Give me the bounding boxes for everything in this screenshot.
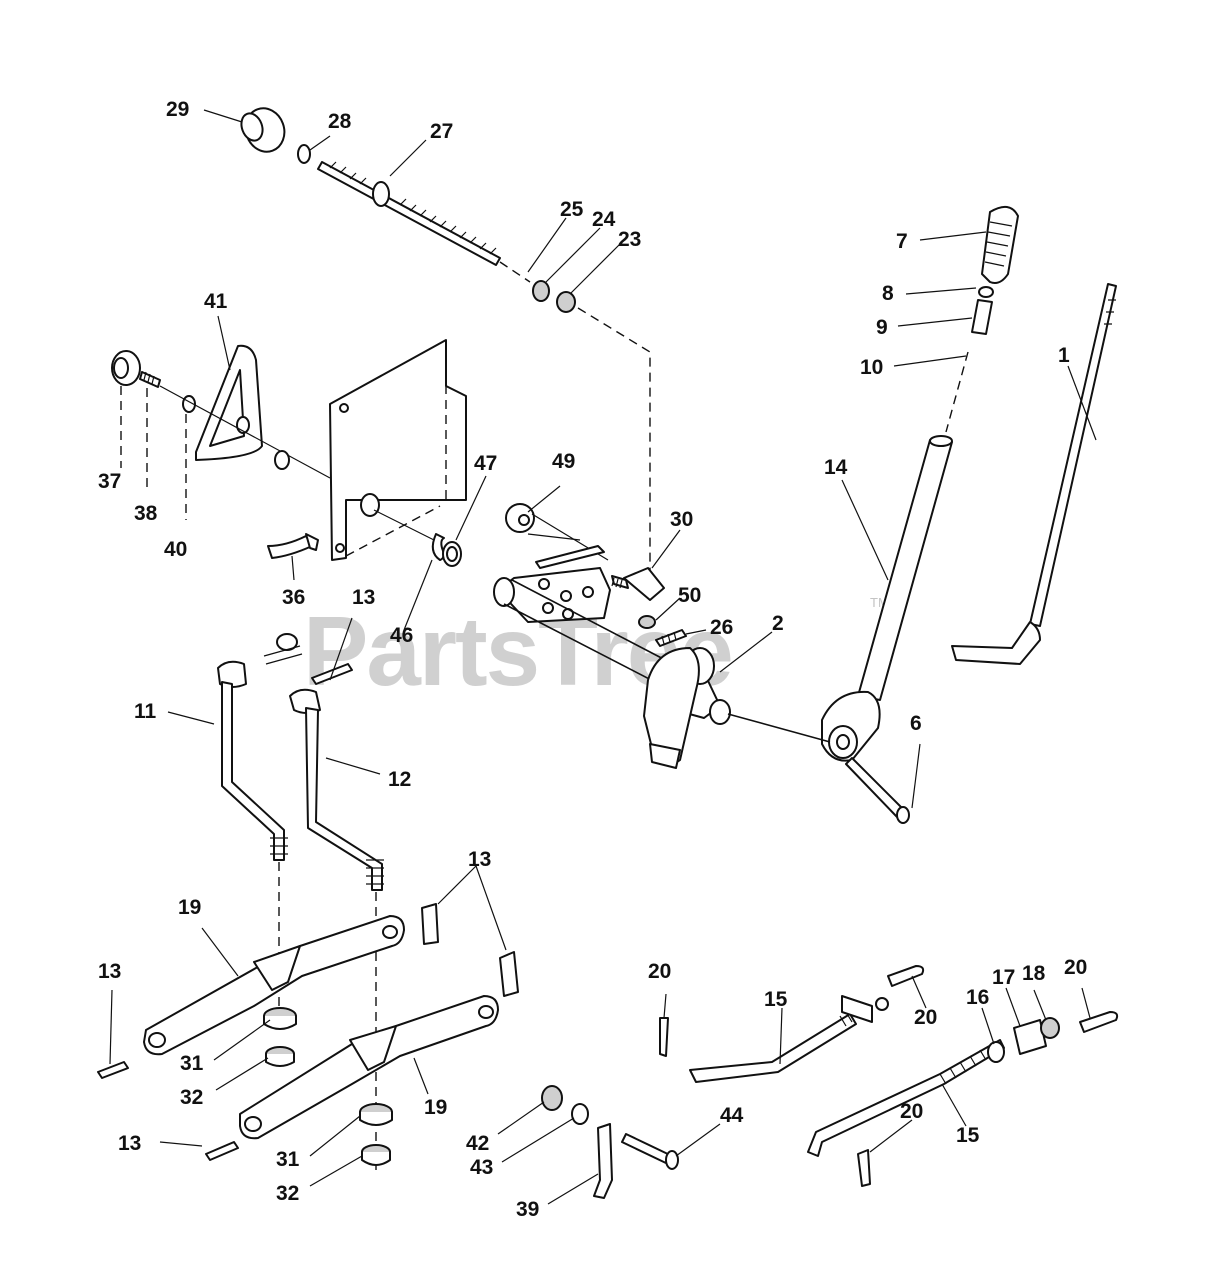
callout-20-upper-left[interactable]: 20 — [648, 960, 671, 983]
callout-39[interactable]: 39 — [516, 1198, 539, 1221]
callout-1[interactable]: 1 — [1058, 344, 1070, 367]
callout-20-lower[interactable]: 20 — [900, 1100, 923, 1123]
callout-20-upper-right[interactable]: 20 — [914, 1006, 937, 1029]
callout-15-lower[interactable]: 15 — [956, 1124, 980, 1147]
callout-23[interactable]: 23 — [618, 228, 641, 251]
part-30-swivel[interactable] — [611, 567, 665, 601]
callout-44[interactable]: 44 — [720, 1104, 744, 1127]
part-15-rod-upper[interactable] — [689, 995, 889, 1083]
callout-41[interactable]: 41 — [204, 290, 228, 313]
part-23-nut[interactable] — [556, 291, 576, 313]
part-47-washer[interactable] — [442, 541, 462, 567]
callout-32-top[interactable]: 32 — [180, 1086, 203, 1109]
mounting-plate-outline — [329, 339, 467, 561]
part-40-washer-bottom[interactable] — [274, 450, 290, 470]
callout-10[interactable]: 10 — [860, 356, 883, 379]
part-17-block[interactable] — [1013, 1019, 1047, 1055]
part-7-grip[interactable] — [981, 205, 1019, 284]
part-26-pin[interactable] — [655, 629, 687, 647]
callout-19-bottom[interactable]: 19 — [424, 1096, 447, 1119]
callout-18[interactable]: 18 — [1022, 962, 1046, 985]
part-44-bolt[interactable] — [621, 1133, 679, 1170]
callout-46[interactable]: 46 — [390, 624, 413, 647]
callout-24[interactable]: 24 — [592, 208, 616, 231]
part-32-nut-top[interactable] — [265, 1046, 295, 1067]
part-13-clevis-pin-right-a[interactable] — [421, 903, 439, 945]
part-6-bolt[interactable] — [845, 757, 910, 824]
part-2-shift-shaft-assembly[interactable] — [493, 545, 731, 769]
callout-20-far-right[interactable]: 20 — [1064, 956, 1087, 979]
callout-9[interactable]: 9 — [876, 316, 888, 339]
part-14-shift-lever[interactable] — [821, 435, 953, 762]
callout-13-top[interactable]: 13 — [352, 586, 375, 609]
callout-27[interactable]: 27 — [430, 120, 453, 143]
callout-7[interactable]: 7 — [896, 230, 908, 253]
part-27-threaded-rod[interactable] — [317, 161, 501, 266]
callout-25[interactable]: 25 — [560, 198, 584, 221]
part-39-bracket[interactable] — [593, 1123, 613, 1199]
part-50-nut[interactable] — [638, 615, 656, 629]
callout-49[interactable]: 49 — [552, 450, 575, 473]
callout-13-left[interactable]: 13 — [98, 960, 121, 983]
part-18-nut[interactable] — [1040, 1017, 1060, 1039]
part-1-shift-rod[interactable] — [951, 283, 1117, 665]
callout-2[interactable]: 2 — [772, 612, 784, 635]
part-38-spring[interactable] — [139, 371, 161, 388]
part-15-rod-lower[interactable] — [807, 1039, 1005, 1157]
callout-19-top[interactable]: 19 — [178, 896, 201, 919]
callout-8[interactable]: 8 — [882, 282, 894, 305]
part-37-knob[interactable] — [111, 350, 141, 386]
part-9-spacer[interactable] — [971, 299, 993, 335]
part-13-clevis-pin-top-a[interactable] — [263, 633, 303, 665]
part-12-link-rod[interactable] — [289, 688, 384, 891]
part-28-washer[interactable] — [297, 144, 311, 164]
part-36-spring-clip[interactable] — [267, 533, 319, 559]
part-11-link-rod[interactable] — [217, 660, 288, 861]
part-19-lift-arm-bottom[interactable] — [239, 995, 499, 1140]
callout-11[interactable]: 11 — [134, 700, 157, 723]
callout-14[interactable]: 14 — [824, 456, 848, 479]
part-20-clip-upper-right[interactable] — [887, 965, 925, 987]
callout-17[interactable]: 17 — [992, 966, 1015, 989]
part-20-clip-lower[interactable] — [857, 1149, 871, 1187]
part-20-clip-upper-left[interactable] — [659, 1017, 669, 1057]
callout-28[interactable]: 28 — [328, 110, 352, 133]
part-31-nut-bottom[interactable] — [359, 1103, 393, 1126]
callout-43[interactable]: 43 — [470, 1156, 493, 1179]
part-20-clip-far-right[interactable] — [1079, 1011, 1119, 1033]
part-29-knob[interactable] — [238, 103, 291, 157]
part-13-clevis-pin-left[interactable] — [97, 1061, 129, 1079]
callout-32-bottom[interactable]: 32 — [276, 1182, 299, 1205]
callout-15-upper[interactable]: 15 — [764, 988, 788, 1011]
callout-38[interactable]: 38 — [134, 502, 158, 525]
callout-29[interactable]: 29 — [166, 98, 189, 121]
part-43-washer[interactable] — [571, 1103, 589, 1125]
callout-37[interactable]: 37 — [98, 470, 121, 493]
callout-42[interactable]: 42 — [466, 1132, 489, 1155]
callout-6[interactable]: 6 — [910, 712, 922, 735]
part-32-nut-bottom[interactable] — [361, 1144, 391, 1166]
part-8-washer[interactable] — [978, 286, 994, 298]
part-13-clevis-pin-lower[interactable] — [205, 1141, 239, 1161]
callout-40[interactable]: 40 — [164, 538, 187, 561]
callout-26[interactable]: 26 — [710, 616, 733, 639]
part-42-nut[interactable] — [541, 1085, 563, 1111]
part-13-clevis-pin-right-b[interactable] — [499, 951, 519, 997]
callout-12[interactable]: 12 — [388, 768, 411, 791]
callout-36[interactable]: 36 — [282, 586, 305, 609]
part-31-nut-top[interactable] — [263, 1007, 297, 1030]
part-19-lift-arm-top[interactable] — [143, 915, 405, 1056]
callout-30[interactable]: 30 — [670, 508, 693, 531]
callout-16[interactable]: 16 — [966, 986, 989, 1009]
callout-47[interactable]: 47 — [474, 452, 497, 475]
callout-50[interactable]: 50 — [678, 584, 701, 607]
callout-31-bottom[interactable]: 31 — [276, 1148, 300, 1171]
callout-13-right[interactable]: 13 — [468, 848, 491, 871]
part-24-nut[interactable] — [532, 280, 550, 302]
part-49-bushing[interactable] — [505, 503, 535, 533]
callout-13-lower[interactable]: 13 — [118, 1132, 141, 1155]
callout-31-top[interactable]: 31 — [180, 1052, 204, 1075]
